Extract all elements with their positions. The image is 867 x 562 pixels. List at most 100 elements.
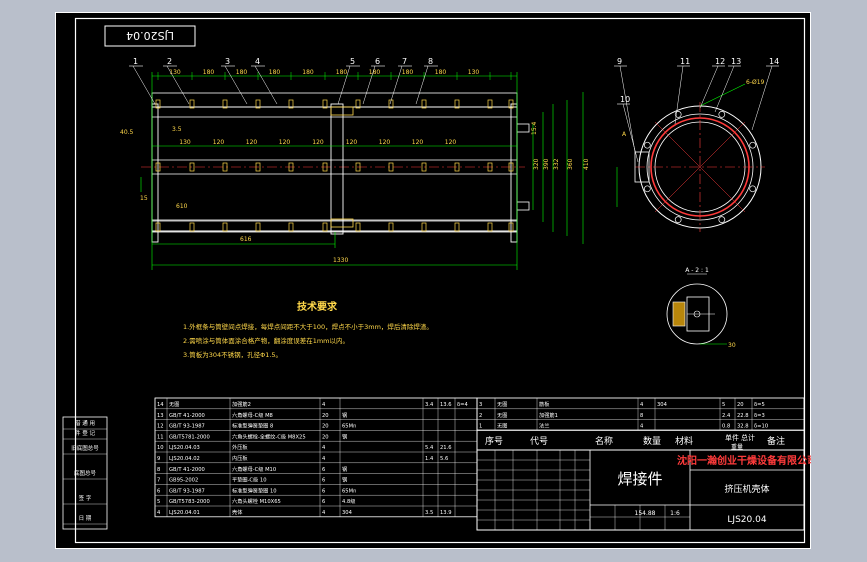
svg-text:610: 610 bbox=[176, 203, 188, 210]
svg-text:A - 2 : 1: A - 2 : 1 bbox=[685, 267, 709, 274]
bolt-hole bbox=[487, 162, 493, 172]
bolt-hole bbox=[222, 99, 228, 109]
svg-text:410: 410 bbox=[583, 158, 590, 170]
part-balloon: 13 bbox=[731, 57, 741, 66]
svg-text:名称: 名称 bbox=[595, 435, 613, 447]
bom-cell: 7 bbox=[157, 478, 160, 484]
bom-cell: 六角头螺栓 M10X65 bbox=[232, 497, 281, 505]
bom-cell: 3 bbox=[479, 402, 482, 408]
flange-hole bbox=[674, 110, 682, 118]
svg-text:单件: 单件 bbox=[725, 433, 739, 442]
bolt-hole bbox=[421, 162, 427, 172]
bolt-hole bbox=[155, 162, 161, 172]
bom-cell: δ=3 bbox=[754, 413, 765, 419]
bolt-holes bbox=[155, 72, 514, 232]
dimension-label: 120 bbox=[346, 139, 358, 146]
bom-cell: 4 bbox=[322, 445, 326, 451]
bolt-hole bbox=[255, 99, 261, 109]
bom-cell: 14 bbox=[157, 402, 164, 408]
svg-text:总计: 总计 bbox=[741, 433, 755, 442]
bolt-hole bbox=[508, 222, 514, 232]
bom-cell: 20 bbox=[322, 424, 329, 430]
bolt-hole bbox=[288, 162, 294, 172]
bom-cell: 3.5 bbox=[425, 510, 433, 516]
bom-cell: 4 bbox=[640, 424, 644, 430]
bom-cell: 壳体 bbox=[232, 508, 243, 516]
svg-text:重量: 重量 bbox=[731, 443, 743, 451]
bolt-hole bbox=[288, 222, 294, 232]
bom-cell: GB/T 41-2000 bbox=[169, 413, 205, 419]
bom-cell: 六角螺母-C级 M10 bbox=[232, 465, 276, 473]
bom-header: 序号 代号 名称 数量 材料 单件 总计 重量 备注 bbox=[476, 429, 805, 451]
side-label: 日 期 bbox=[79, 515, 92, 522]
part-balloon: 10 bbox=[620, 95, 630, 104]
bom-cell: 平垫圈-C级 10 bbox=[232, 476, 267, 484]
side-label: 件 登 记 bbox=[75, 429, 95, 437]
svg-text:LJS20.04: LJS20.04 bbox=[727, 515, 766, 525]
drawing-sheet: LJS20.04 bbox=[55, 12, 811, 549]
bolt-hole bbox=[454, 162, 460, 172]
section-view-a: A - 2 : 1 30 bbox=[666, 267, 736, 349]
flange-hole bbox=[718, 110, 726, 118]
bom-cell: 无图 bbox=[497, 412, 507, 419]
flange-hole bbox=[749, 185, 757, 193]
bom-cell: δ=4 bbox=[457, 402, 469, 408]
part-balloon: 8 bbox=[428, 57, 433, 66]
right-dimension-labels: 320 390 332 360 410 15.4 bbox=[531, 121, 590, 170]
svg-text:3.筒板为304不锈钢，孔径Φ1.5。: 3.筒板为304不锈钢，孔径Φ1.5。 bbox=[183, 350, 282, 359]
dimension-label: 180 bbox=[203, 69, 215, 76]
dimension-label: 180 bbox=[402, 69, 414, 76]
dimension-label: 180 bbox=[236, 69, 248, 76]
part-balloon: 4 bbox=[255, 57, 260, 66]
bom-cell: 11 bbox=[157, 434, 164, 440]
bom-cell: 无图 bbox=[169, 401, 179, 408]
bom-cell: 加强筋2 bbox=[232, 400, 251, 408]
bolt-hole bbox=[421, 99, 427, 109]
part-balloon: 5 bbox=[350, 57, 355, 66]
bom-cell: 4 bbox=[322, 456, 326, 462]
dimension-label: 130 bbox=[169, 69, 181, 76]
svg-text:备注: 备注 bbox=[767, 435, 785, 447]
bolt-hole bbox=[454, 99, 460, 109]
dimension-label: 120 bbox=[213, 139, 225, 146]
dimension-label: 130 bbox=[468, 69, 480, 76]
svg-text:1.外框条与筒壁间点焊接，每焊点间距不大于100，焊点不小于: 1.外框条与筒壁间点焊接，每焊点间距不大于100，焊点不小于3mm，焊后清除焊渣… bbox=[183, 322, 433, 331]
bom-cell: GB/T 41-2000 bbox=[169, 467, 205, 473]
bom-cell: 1.4 bbox=[425, 456, 434, 462]
part-balloon: 1 bbox=[133, 57, 138, 66]
bolt-hole bbox=[508, 99, 514, 109]
bom-cell: 内压板 bbox=[232, 454, 248, 462]
bom-cell: 10 bbox=[157, 445, 164, 451]
bom-cell: GB/T 93-1987 bbox=[169, 424, 205, 430]
front-dimensions bbox=[140, 72, 584, 270]
svg-text:1:6: 1:6 bbox=[670, 510, 680, 517]
technical-requirements: 技术要求 1.外框条与筒壁间点焊接，每焊点间距不大于100，焊点不小于3mm，焊… bbox=[183, 300, 433, 359]
svg-text:焊接件: 焊接件 bbox=[617, 470, 662, 488]
part-balloon: 11 bbox=[680, 57, 690, 66]
bom-cell: δ=10 bbox=[754, 424, 768, 430]
dimension-label: 180 bbox=[369, 69, 381, 76]
svg-text:技术要求: 技术要求 bbox=[297, 300, 338, 313]
dimension-label: 120 bbox=[445, 139, 457, 146]
bolt-hole bbox=[508, 162, 514, 172]
bom-cell: 无图 bbox=[497, 401, 507, 408]
bom-cell: 4 bbox=[157, 510, 161, 516]
svg-text:154.88: 154.88 bbox=[635, 510, 656, 517]
svg-text:320: 320 bbox=[533, 158, 540, 170]
dimension-label: 120 bbox=[246, 139, 258, 146]
dimension-label: 120 bbox=[279, 139, 291, 146]
bom-cell: 21.6 bbox=[440, 445, 452, 451]
bom-cell: 钢 bbox=[342, 476, 347, 484]
inner-frame bbox=[74, 17, 806, 544]
bom-cell: GB95-2002 bbox=[169, 478, 198, 484]
bom-cell: 六角头螺栓-全螺纹-C级 M8X25 bbox=[232, 432, 306, 440]
bolt-hole bbox=[255, 162, 261, 172]
bom-cell: 20 bbox=[322, 434, 329, 440]
svg-text:616: 616 bbox=[240, 236, 252, 243]
dimension-label: 120 bbox=[312, 139, 324, 146]
bom-cell: 6 bbox=[157, 488, 160, 494]
bolt-hole bbox=[388, 162, 394, 172]
